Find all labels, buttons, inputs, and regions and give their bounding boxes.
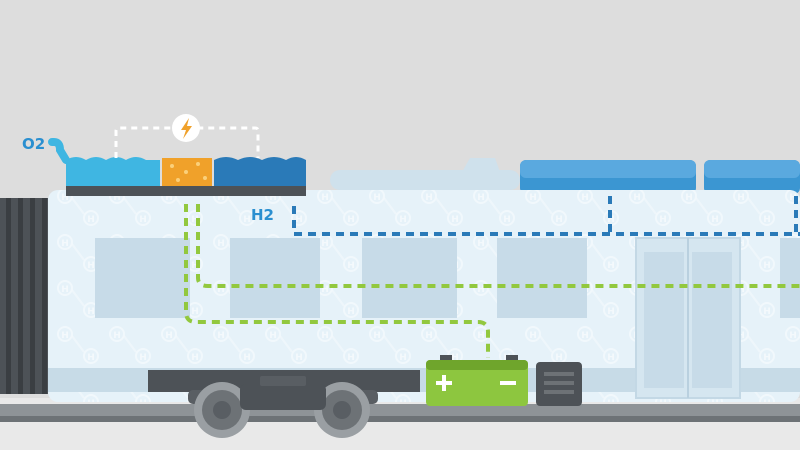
lightning-bolt-icon (181, 118, 192, 139)
gangway-bellows (0, 198, 48, 394)
windows (95, 238, 800, 318)
bogie (188, 376, 378, 438)
battery (426, 355, 528, 406)
door (635, 237, 741, 399)
battery-charge-line (184, 204, 490, 358)
oxygen-label: O2 (22, 135, 45, 153)
hydrogen-supply-line (292, 206, 800, 236)
plus-icon (436, 375, 452, 391)
traction-power-line (196, 204, 800, 288)
hydrogen-label: H2 (251, 206, 274, 224)
power-converter (536, 362, 582, 406)
rail (0, 404, 800, 416)
roof-fairing (330, 170, 520, 190)
fuel-cell-unit (48, 138, 306, 196)
minus-icon (500, 381, 516, 385)
